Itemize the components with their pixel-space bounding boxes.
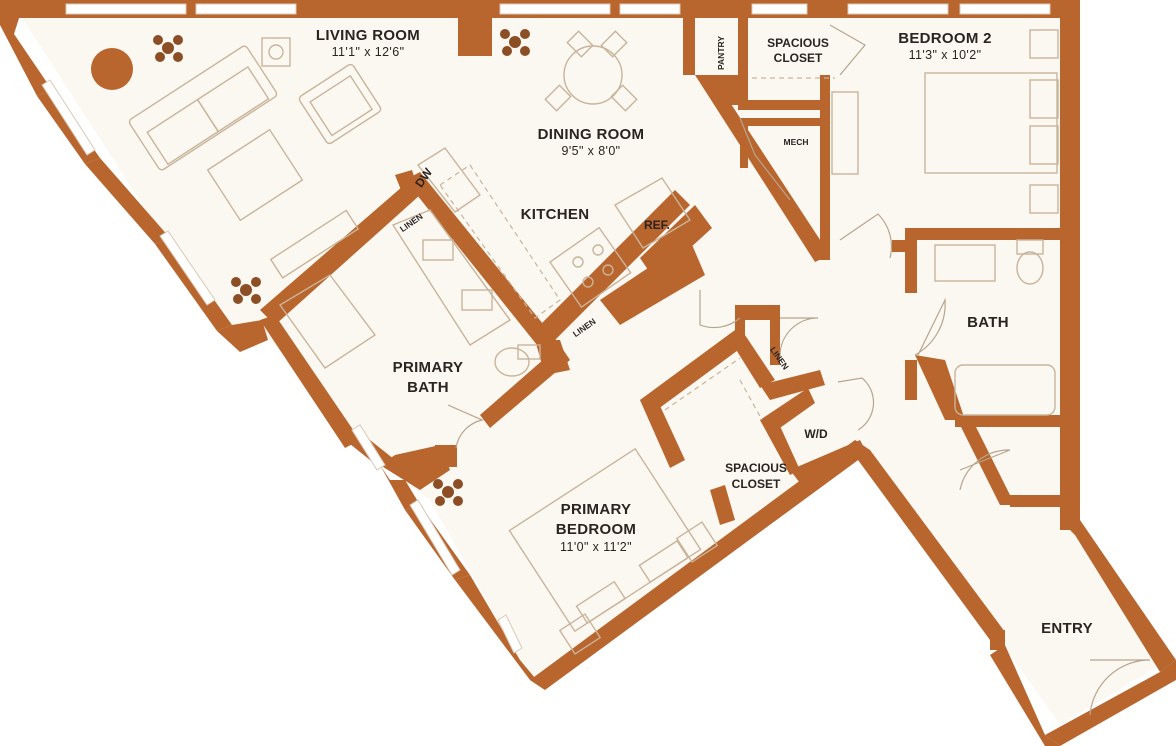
plant-icons: [153, 29, 530, 506]
entry-label: ENTRY: [1041, 620, 1093, 637]
dining-room-dim: 9'5" x 8'0": [561, 144, 620, 158]
plant-icon: [500, 29, 530, 56]
closet-top-label-2: CLOSET: [774, 51, 823, 65]
living-room-label: LIVING ROOM: [316, 27, 420, 44]
floor-area: [22, 18, 1160, 725]
closet-primary-label-1: SPACIOUS: [725, 461, 787, 475]
wd-label: W/D: [804, 427, 828, 441]
primary-bedroom-label-2: BEDROOM: [556, 521, 636, 538]
room-labels: LIVING ROOM 11'1" x 12'6" DINING ROOM 9'…: [316, 27, 1093, 637]
primary-bath-label-2: BATH: [407, 379, 449, 396]
furniture: [91, 29, 1059, 655]
closet-primary-label-2: CLOSET: [732, 477, 781, 491]
kitchen-label: KITCHEN: [521, 206, 590, 223]
bedroom-2-label: BEDROOM 2: [898, 30, 992, 47]
refrigerator-label: REF.: [644, 218, 670, 232]
closet-top-label-1: SPACIOUS: [767, 36, 829, 50]
doors: [447, 24, 1151, 716]
bedroom-2-dim: 11'3" x 10'2": [909, 48, 982, 62]
bath-label: BATH: [967, 314, 1009, 331]
plant-icon: [231, 277, 261, 304]
plant-icon: [153, 35, 183, 62]
primary-bath-label-1: PRIMARY: [393, 359, 464, 376]
primary-bedroom-label-1: PRIMARY: [561, 501, 632, 518]
mech-label: MECH: [783, 137, 808, 147]
plant-icon: [433, 479, 463, 506]
pantry-label: PANTRY: [716, 36, 726, 70]
living-room-dim: 11'1" x 12'6": [332, 45, 405, 59]
windows: [41, 3, 1051, 654]
dining-room-label: DINING ROOM: [538, 126, 645, 143]
primary-bedroom-dim: 11'0" x 11'2": [560, 540, 632, 554]
